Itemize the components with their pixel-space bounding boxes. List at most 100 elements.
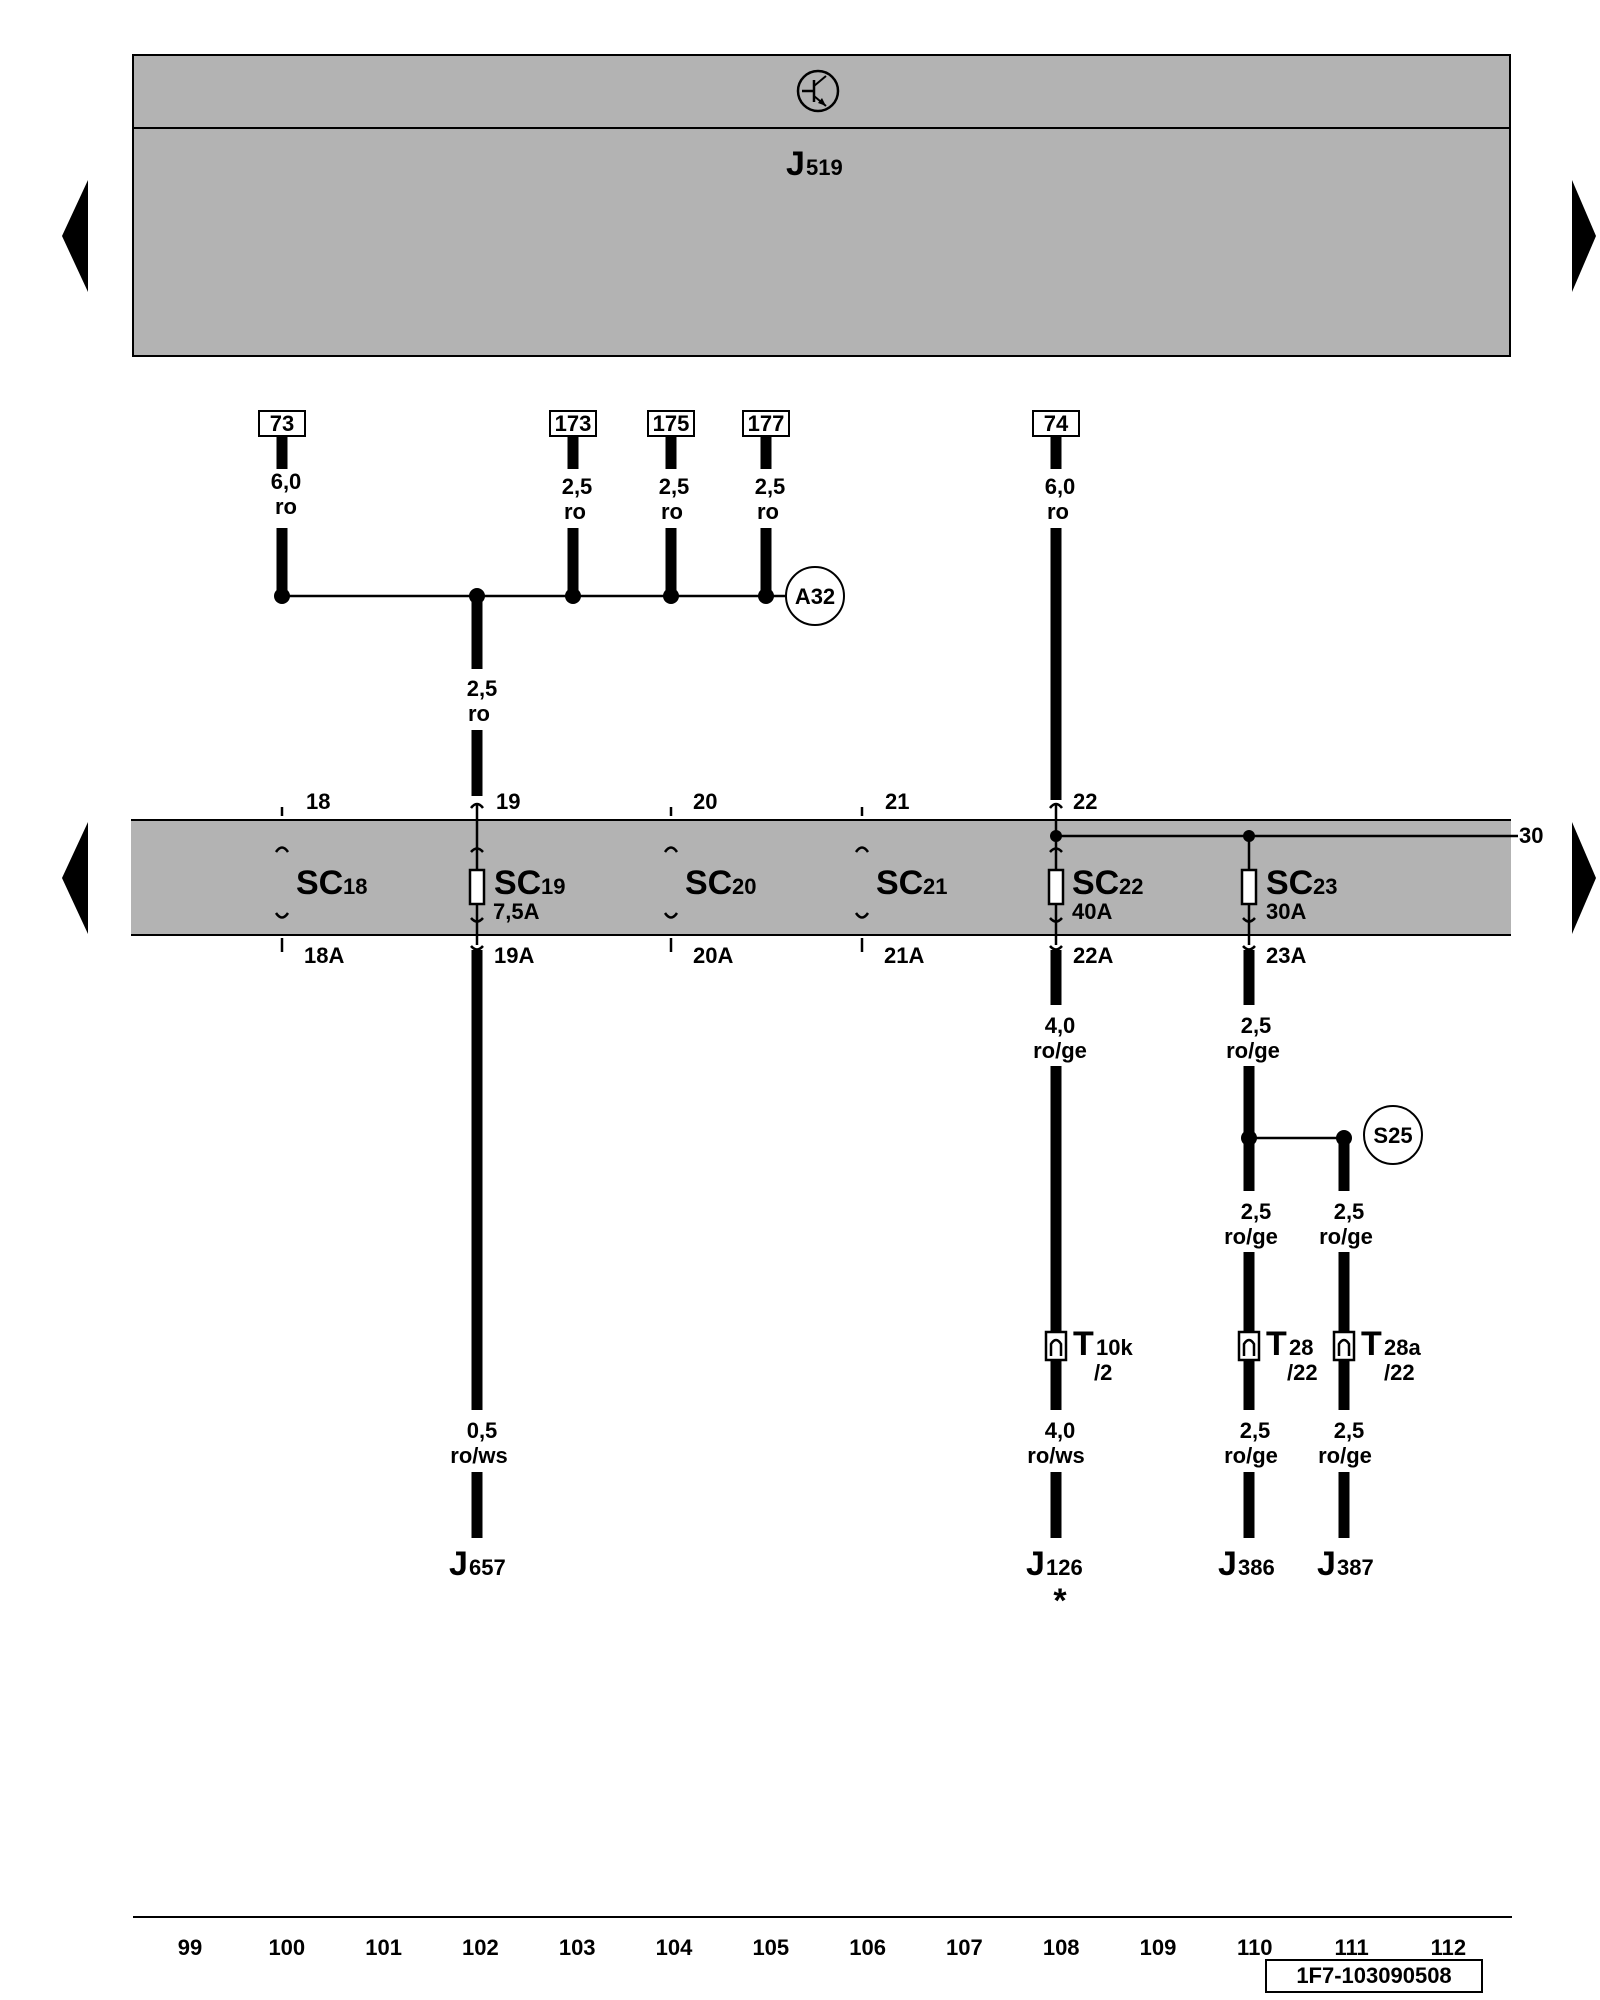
plug-name: T [1266, 1325, 1287, 1363]
track-number: 104 [656, 1935, 693, 1960]
unit-letter: J [1026, 1545, 1045, 1583]
wire-size-label: 4,0 [1045, 1013, 1076, 1038]
connector-175: 175 [647, 410, 695, 437]
unit-j657: J 657 [449, 1545, 506, 1583]
triangle-left-icon[interactable] [62, 822, 88, 934]
plug-pin: /22 [1384, 1360, 1415, 1385]
svg-text:177: 177 [748, 411, 785, 436]
track-number: 107 [946, 1935, 983, 1960]
fuse-name: SC [1072, 864, 1119, 902]
fuse-number: 23 [1313, 874, 1337, 899]
wire-color-label: ro/ws [450, 1443, 507, 1468]
wire-color-label: ro [661, 499, 683, 524]
fuse-terminal-out: 19A [494, 943, 534, 968]
wire-color-label: ro/ge [1033, 1038, 1087, 1063]
fuse-terminal-out: 23A [1266, 943, 1306, 968]
fuse-name: SC [685, 864, 732, 902]
svg-text:S25: S25 [1373, 1123, 1412, 1148]
fuse-carrier [131, 819, 1511, 936]
track-number: 99 [178, 1935, 202, 1960]
plug-t28: T 28 /22 [1237, 1325, 1318, 1385]
document-id: 1F7-103090508 [1296, 1963, 1451, 1988]
unit-note: * [1053, 1582, 1067, 1620]
connector-73: 73 [258, 410, 306, 437]
control-unit-j519: J 519 [132, 54, 1511, 357]
junction-a32: A32 [785, 566, 845, 626]
svg-text:74: 74 [1044, 411, 1069, 436]
fuse-name: SC [1266, 864, 1313, 902]
plug-t10k: T 10k /2 [1044, 1325, 1133, 1385]
plug-name: T [1073, 1325, 1094, 1363]
fuse-terminal-out: 18A [304, 943, 344, 968]
fuse-rating: 7,5A [493, 899, 540, 924]
unit-number: 386 [1238, 1555, 1275, 1580]
splice-points [274, 588, 1352, 1146]
wire-labels: 6,0 ro 2,5 ro 2,5 ro 2,5 ro 6,0 ro 2,5 r… [271, 469, 1373, 1468]
fuse-number: 19 [541, 874, 565, 899]
plug-t28a: T 28a /22 [1332, 1325, 1421, 1385]
fuse-terminal-in: 19 [496, 789, 520, 814]
track-number: 109 [1140, 1935, 1177, 1960]
svg-text:A32: A32 [795, 584, 835, 609]
connector-74: 74 [1032, 410, 1080, 437]
wire-size-label: 2,5 [659, 474, 690, 499]
document-id-box: 1F7-103090508 [1265, 1959, 1483, 1993]
junction-s25: S25 [1363, 1105, 1423, 1165]
fuse-terminal-in: 22 [1073, 789, 1097, 814]
fuse-number: 18 [343, 874, 367, 899]
wire-size-label: 2,5 [1334, 1418, 1365, 1443]
plug-name: T [1361, 1325, 1382, 1363]
wire-segments [276, 436, 1350, 1538]
wire-color-label: ro/ge [1224, 1224, 1278, 1249]
track-number: 110 [1237, 1935, 1273, 1960]
wire-size-label: 2,5 [1241, 1013, 1272, 1038]
wire-color-label: ro [1047, 499, 1069, 524]
connector-173: 173 [549, 410, 597, 437]
fuse-name: SC [494, 864, 541, 902]
track-number: 101 [365, 1935, 402, 1960]
wire-color-label: ro/ge [1318, 1443, 1372, 1468]
fuse-sc18: 18 SC 18 18A [296, 789, 367, 968]
plug-number: 28 [1289, 1335, 1313, 1360]
control-unit-letter: J [786, 145, 805, 183]
fuse-sc20: 20 SC 20 20A [685, 789, 756, 968]
track-number: 105 [752, 1935, 789, 1960]
fuse-number: 22 [1119, 874, 1143, 899]
fuse-terminal-out: 22A [1073, 943, 1113, 968]
track-number: 103 [559, 1935, 596, 1960]
unit-letter: J [1317, 1545, 1336, 1583]
track-number: 112 [1431, 1935, 1467, 1960]
triangle-right-icon[interactable] [1572, 822, 1596, 934]
wire-color-label: ro [564, 499, 586, 524]
plug-number: 10k [1096, 1335, 1133, 1360]
unit-number: 387 [1337, 1555, 1374, 1580]
wire-size-label: 2,5 [1334, 1199, 1365, 1224]
fuse-name: SC [296, 864, 343, 902]
svg-text:175: 175 [653, 411, 690, 436]
wire-color-label: ro/ws [1027, 1443, 1084, 1468]
control-unit-number: 519 [806, 155, 843, 180]
unit-number: 657 [469, 1555, 506, 1580]
wire-size-label: 0,5 [467, 1418, 498, 1443]
fuse-sc22: 22 SC 22 40A 22A [1072, 789, 1143, 968]
wire-color-label: ro [275, 494, 297, 519]
wire-size-label: 2,5 [467, 676, 498, 701]
wire-size-label: 2,5 [562, 474, 593, 499]
fuse-terminal-out: 21A [884, 943, 924, 968]
triangle-left-icon[interactable] [62, 180, 88, 292]
wire-size-label: 6,0 [1045, 474, 1076, 499]
unit-letter: J [449, 1545, 468, 1583]
plug-number: 28a [1384, 1335, 1421, 1360]
fuse-terminal-in: 20 [693, 789, 717, 814]
fuse-rating: 30A [1266, 899, 1306, 924]
triangle-right-icon[interactable] [1572, 180, 1596, 292]
unit-letter: J [1218, 1545, 1237, 1583]
wire-size-label: 6,0 [271, 469, 302, 494]
wire-color-label: ro/ge [1319, 1224, 1373, 1249]
empty-fuse-slot-symbols [274, 807, 870, 952]
wire-color-label: ro/ge [1224, 1443, 1278, 1468]
track-number: 108 [1043, 1935, 1080, 1960]
track-number: 102 [462, 1935, 499, 1960]
